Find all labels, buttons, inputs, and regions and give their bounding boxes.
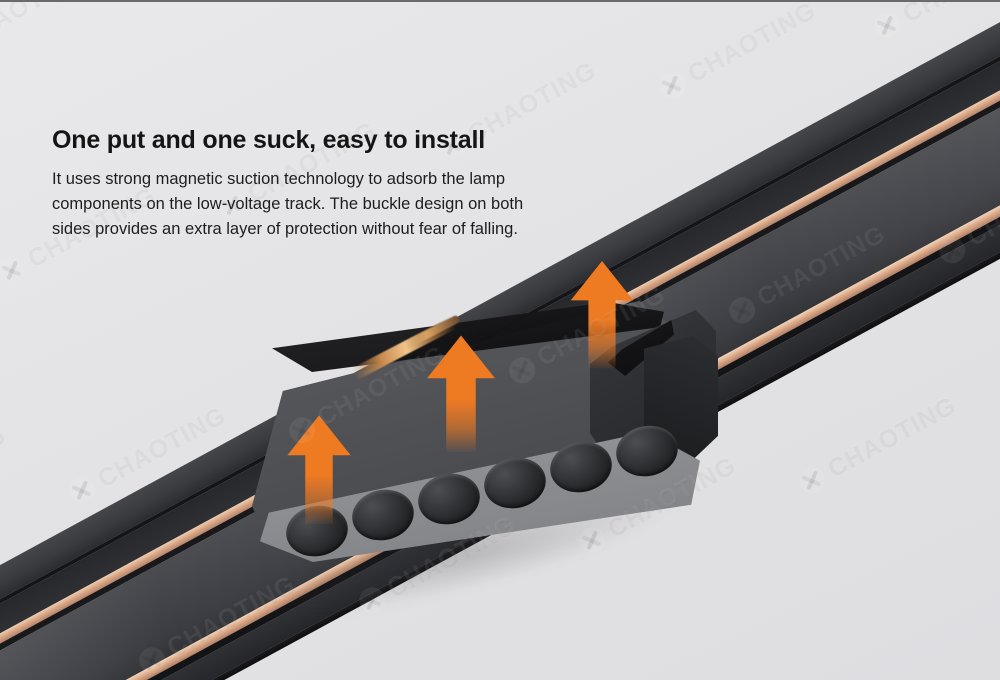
feature-copy-block: One put and one suck, easy to install It…	[52, 126, 552, 242]
lamp-lens-cup	[413, 468, 485, 530]
arrow-up-icon	[568, 258, 636, 370]
arrow-up-icon	[284, 414, 354, 524]
arrow-up-icon	[424, 334, 498, 452]
lamp-lens-cup	[347, 484, 419, 546]
lamp-lens-cup	[545, 436, 617, 498]
lamp-lens-cup	[479, 452, 551, 514]
feature-description: It uses strong magnetic suction technolo…	[52, 169, 524, 238]
page-title: One put and one suck, easy to install	[52, 126, 485, 154]
top-border-rule	[0, 0, 1000, 2]
